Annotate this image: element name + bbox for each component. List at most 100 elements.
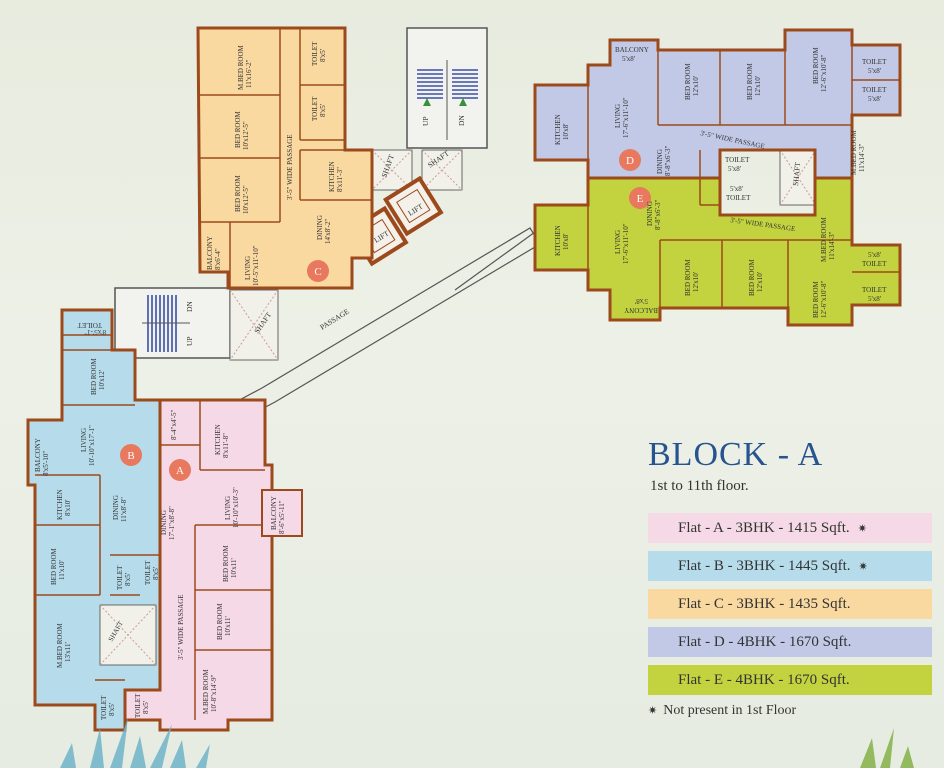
- room-label: BED ROOM: [812, 46, 820, 84]
- room-dim: 8'x5': [108, 703, 116, 716]
- stair-up-label: UP: [185, 336, 194, 346]
- room-label: BED ROOM: [222, 544, 230, 582]
- room-label: M.BED ROOM: [56, 622, 64, 668]
- room-label: M.BED ROOM: [237, 44, 245, 90]
- room-dim: 8'x6'-4": [214, 248, 222, 270]
- room-label: BED ROOM: [234, 110, 242, 148]
- flat-a-marker: A: [176, 465, 184, 477]
- room-label: TOILET: [862, 58, 887, 66]
- legend-label: Flat - D - 4BHK - 1670 Sqft.: [678, 633, 852, 650]
- flat-d-marker: D: [626, 155, 634, 167]
- room-dim: 10'x12'-5": [242, 185, 250, 214]
- legend-label: Flat - C - 3BHK - 1435 Sqft.: [678, 595, 851, 612]
- room-label: BED ROOM: [50, 547, 58, 585]
- room-dim: 8'x11'-3": [336, 167, 344, 192]
- legend: BLOCK - A 1st to 11th floor. Flat - A - …: [648, 436, 944, 719]
- legend-label: Flat - B - 3BHK - 1445 Sqft.: [678, 557, 851, 574]
- room-label: DINING: [646, 201, 654, 226]
- shaft-label: SHAFT: [791, 161, 802, 186]
- legend-label: Flat - A - 3BHK - 1415 Sqft.: [678, 519, 850, 536]
- room-dim: 8'x5': [152, 567, 160, 580]
- asterisk-icon: ✷: [857, 522, 867, 535]
- room-label: BALCONY: [206, 236, 214, 270]
- room-dim: 8'x5'-1": [84, 328, 106, 336]
- asterisk-icon: ✷: [648, 705, 658, 717]
- room-dim: 8'-6"x5'-11": [278, 500, 286, 534]
- room-dim: 11'x14'-3": [858, 143, 866, 172]
- room-label: TOILET: [134, 693, 142, 718]
- room-dim: 17'-6"x11'-10": [622, 223, 630, 264]
- room-dim: 10'x11': [224, 616, 232, 636]
- room-label: TOILET: [862, 86, 887, 94]
- room-label: TOILET: [144, 560, 152, 585]
- room-dim: 10'x8': [562, 123, 570, 140]
- room-label: BED ROOM: [812, 280, 820, 318]
- room-dim: 14'x8'-2": [324, 219, 332, 244]
- room-dim: 8'x5': [142, 701, 150, 714]
- stair-down-label: DN: [457, 115, 466, 126]
- room-dim: 5'x8': [868, 295, 881, 303]
- room-label: TOILET: [116, 565, 124, 590]
- passage-label: 3'-5" WIDE PASSAGE: [286, 134, 294, 200]
- room-label: TOILET: [862, 286, 887, 294]
- room-dim: 8'x5': [124, 573, 132, 586]
- footnote-text: Not present in 1st Floor: [663, 703, 797, 718]
- room-label: BED ROOM: [748, 258, 756, 296]
- room-label: BED ROOM: [746, 62, 754, 100]
- room-dim: 10'-5"x11'-10": [252, 245, 260, 286]
- room-label: LIVING: [614, 230, 622, 254]
- room-dim: 10'x12'-5": [242, 121, 250, 150]
- room-label: BED ROOM: [234, 174, 242, 212]
- room-label: BALCONY: [34, 438, 42, 472]
- room-dim: 10'x11': [230, 558, 238, 578]
- room-dim: 12'x10': [692, 272, 700, 292]
- room-label: TOILET: [725, 156, 750, 164]
- room-dim: 17'-1"x8'-8": [168, 506, 176, 540]
- room-label: KITCHEN: [214, 424, 222, 455]
- flat-e-marker: E: [637, 193, 644, 205]
- room-dim: 8'x5': [319, 49, 327, 62]
- room-dim: 17'-6"x11'-10": [622, 97, 630, 138]
- room-dim: 12'x10': [756, 272, 764, 292]
- room-dim: 8'x11'-8": [222, 433, 230, 458]
- room-dim: 10'-10"x17'-1": [88, 425, 96, 466]
- room-label: DINING: [160, 510, 168, 535]
- room-label: TOILET: [726, 194, 751, 202]
- room-label: BED ROOM: [90, 357, 98, 395]
- room-dim: 8'x10': [64, 499, 72, 516]
- room-label: TOILET: [311, 96, 319, 121]
- room-label: LIVING: [80, 428, 88, 452]
- floor-range: 1st to 11th floor.: [650, 478, 749, 494]
- room-dim: 12'x10': [692, 76, 700, 96]
- room-dim: 8'x5'-10": [42, 451, 50, 476]
- room-dim: 10'x12': [98, 370, 106, 390]
- stair-down-label: DN: [185, 301, 194, 312]
- room-dim: 5'x8': [730, 185, 743, 193]
- flat-d: D BALCONY 5'x8' KITCHEN 10'x8' LIVING 17…: [533, 28, 902, 180]
- room-label: DINING: [112, 495, 120, 520]
- room-dim: 12'-6"x10'-8": [820, 280, 828, 318]
- room-label: DINING: [656, 149, 664, 174]
- room-dim: 11'x8'-8": [120, 497, 128, 522]
- room-label: BALCONY: [624, 306, 658, 314]
- legend-list: Flat - A - 3BHK - 1415 Sqft. ✷ Flat - B …: [648, 513, 944, 695]
- room-label: BED ROOM: [684, 62, 692, 100]
- room-dim: 8'-8"x6'-3": [664, 145, 672, 176]
- room-dim: 5'x8': [728, 165, 741, 173]
- room-dim: 5'x8': [868, 95, 881, 103]
- room-label: BED ROOM: [684, 258, 692, 296]
- flat-e: E KITCHEN 10'x8' LIVING 17'-6"x11'-10" D…: [533, 176, 902, 327]
- room-label: M.BED ROOM: [850, 129, 858, 175]
- legend-item-flat-a: Flat - A - 3BHK - 1415 Sqft. ✷: [648, 513, 932, 543]
- room-dim: 10'-10"x10'-3": [232, 487, 240, 528]
- flat-b-marker: B: [127, 450, 134, 462]
- room-label: KITCHEN: [328, 161, 336, 192]
- room-label: KITCHEN: [56, 489, 64, 520]
- block-title: BLOCK - A: [648, 436, 824, 473]
- room-label: DINING: [316, 215, 324, 240]
- room-label: BALCONY: [615, 46, 649, 54]
- room-dim: 8'x5': [319, 104, 327, 117]
- room-label: KITCHEN: [554, 114, 562, 145]
- passage-label: 3'-5" WIDE PASSAGE: [177, 594, 185, 660]
- room-dim: 12'-6"x10'-8": [820, 54, 828, 92]
